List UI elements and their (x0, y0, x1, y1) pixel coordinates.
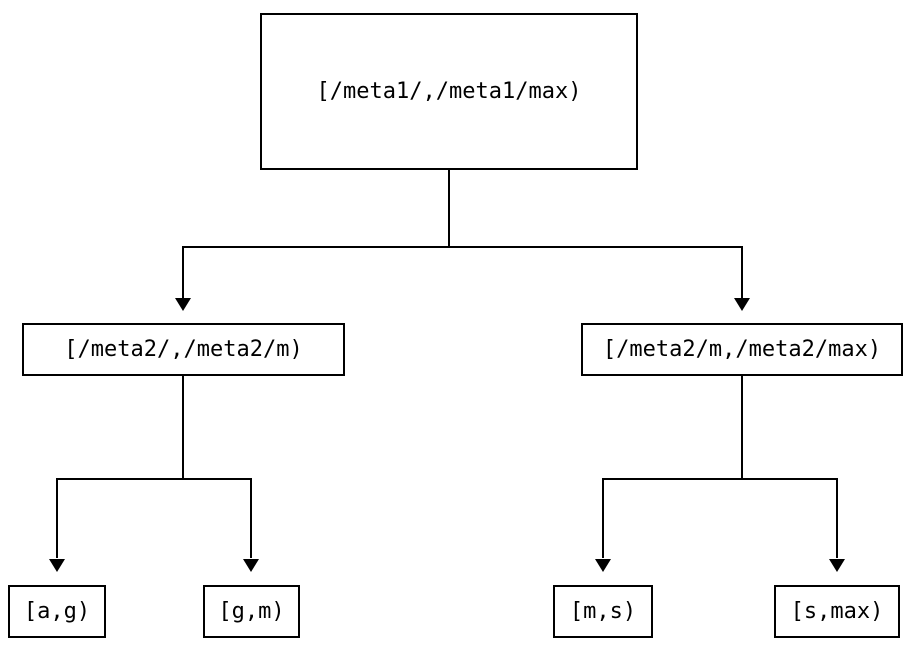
connector-line (182, 246, 184, 298)
node-label: [a,g) (23, 599, 91, 624)
tree-leaf-smax: [s,max) (774, 585, 900, 638)
connector-line (250, 478, 252, 558)
connector-line (448, 170, 450, 247)
connector-line (836, 478, 838, 558)
connector-line (741, 246, 743, 298)
node-label: [/meta2/,/meta2/m) (64, 337, 303, 362)
connector-line (182, 246, 743, 248)
connector-line (741, 376, 743, 480)
node-label: [/meta2/m,/meta2/max) (602, 337, 882, 362)
tree-node-root: [/meta1/,/meta1/max) (260, 13, 638, 170)
tree-leaf-ag: [a,g) (8, 585, 106, 638)
arrowhead-down-icon (595, 559, 611, 572)
arrowhead-down-icon (829, 559, 845, 572)
connector-line (602, 478, 604, 558)
arrowhead-down-icon (49, 559, 65, 572)
tree-node-meta2-left: [/meta2/,/meta2/m) (22, 323, 345, 376)
arrowhead-down-icon (243, 559, 259, 572)
tree-leaf-ms: [m,s) (553, 585, 653, 638)
arrowhead-down-icon (175, 298, 191, 311)
node-label: [s,max) (790, 599, 884, 624)
connector-line (56, 478, 58, 558)
tree-node-meta2-right: [/meta2/m,/meta2/max) (581, 323, 903, 376)
node-label: [g,m) (218, 599, 285, 624)
tree-leaf-gm: [g,m) (203, 585, 300, 638)
node-label: [m,s) (569, 599, 637, 624)
connector-line (182, 376, 184, 480)
connector-line (602, 478, 838, 480)
arrowhead-down-icon (734, 298, 750, 311)
node-label: [/meta1/,/meta1/max) (316, 79, 582, 104)
connector-line (56, 478, 252, 480)
